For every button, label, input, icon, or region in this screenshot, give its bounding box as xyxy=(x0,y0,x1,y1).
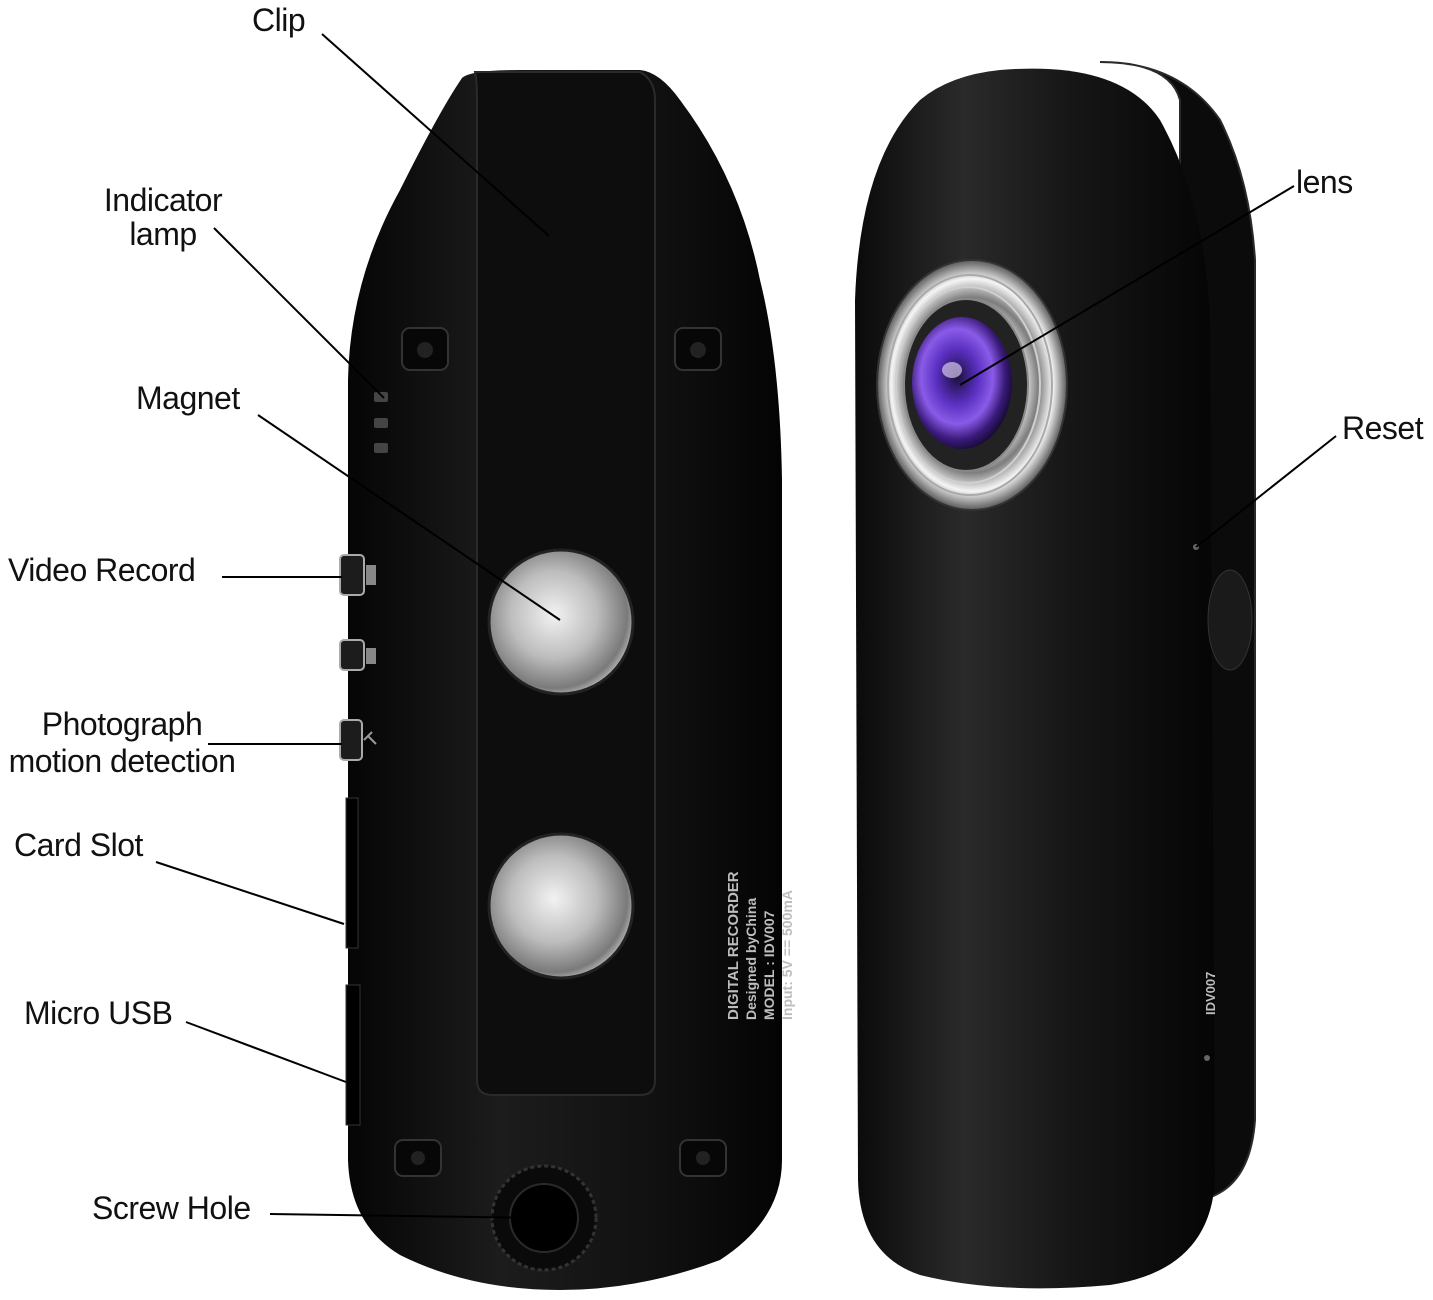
print-line-3: MODEL : IDV007 xyxy=(761,910,777,1020)
video-record-button xyxy=(339,554,376,596)
screw-recess-bottom-right xyxy=(679,1139,727,1177)
leader-indicator xyxy=(213,227,385,399)
middle-side-button xyxy=(339,639,376,671)
leader-magnet xyxy=(257,414,561,621)
lens-assembly xyxy=(876,259,1068,511)
label-indicator-lamp-1: Indicator xyxy=(103,182,223,218)
label-photograph-1: Photograph xyxy=(41,706,203,742)
print-line-1: DIGITAL RECORDER xyxy=(725,871,742,1020)
leader-clip xyxy=(321,33,550,237)
mic-pinhole xyxy=(1204,1055,1210,1061)
photograph-button xyxy=(339,719,377,761)
leader-lines xyxy=(155,33,1337,1219)
right-device-clip xyxy=(1099,61,1256,1201)
device-print: DIGITAL RECORDER Designed byChina MODEL … xyxy=(725,871,795,1020)
label-video-record: Video Record xyxy=(8,552,196,588)
card-slot xyxy=(345,797,359,949)
label-photograph-2: motion detection xyxy=(8,743,236,779)
label-magnet: Magnet xyxy=(136,380,240,416)
label-card-slot: Card Slot xyxy=(14,827,143,863)
label-clip: Clip xyxy=(252,2,306,38)
right-device-print: IDV007 xyxy=(1203,972,1218,1015)
print-line-4: Input: 5V == 500mA xyxy=(779,890,795,1020)
right-print-line: IDV007 xyxy=(1203,972,1218,1015)
leader-card-slot xyxy=(155,861,345,925)
label-screw-hole: Screw Hole xyxy=(92,1190,251,1226)
indicator-lamps xyxy=(374,392,388,453)
screw-recess-bottom-left xyxy=(394,1139,442,1177)
leader-screw-hole xyxy=(269,1213,545,1219)
label-indicator-lamp-2: lamp xyxy=(129,216,197,252)
right-device-body xyxy=(855,68,1215,1289)
print-line-2: Designed byChina xyxy=(743,898,759,1020)
screw-recess-top-right xyxy=(674,327,722,371)
magnet-bottom xyxy=(487,832,635,980)
leader-lens xyxy=(959,185,1295,386)
label-lens: lens xyxy=(1296,164,1353,200)
magnet-top xyxy=(487,548,635,696)
label-micro-usb: Micro USB xyxy=(24,995,173,1031)
clip-hinge xyxy=(1207,569,1253,671)
label-reset: Reset xyxy=(1342,410,1424,446)
screw-recess-top-left xyxy=(401,327,449,371)
leader-reset xyxy=(1195,435,1337,548)
micro-usb-port xyxy=(345,984,361,1126)
leader-micro-usb xyxy=(185,1021,347,1083)
